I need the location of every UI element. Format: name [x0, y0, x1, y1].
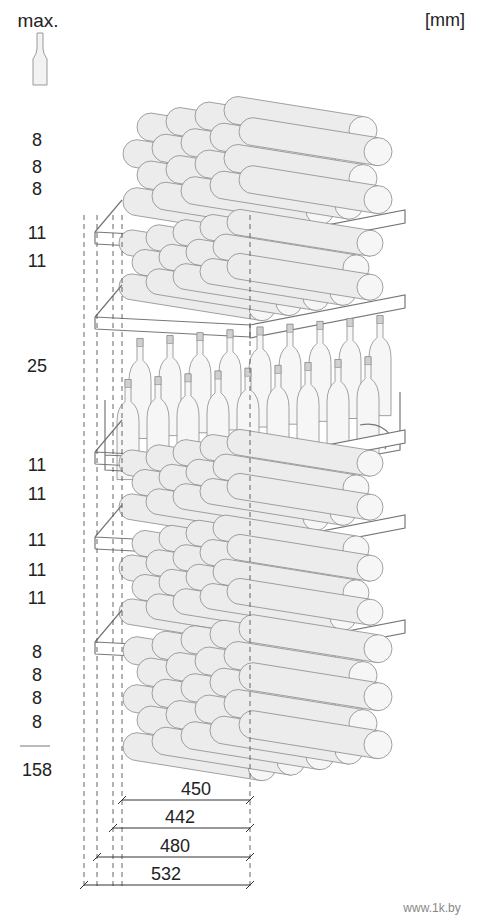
- total-count: 158: [22, 761, 52, 779]
- row-count: 8: [32, 689, 42, 707]
- bottle-bottom: [364, 635, 392, 663]
- bottle-icon: [33, 33, 47, 85]
- bottle-bottom: [364, 186, 392, 214]
- row-count: 11: [28, 531, 47, 549]
- row-count: 11: [28, 589, 47, 607]
- bottle-bottom: [357, 230, 383, 256]
- row-count: 8: [32, 666, 42, 684]
- bottle-bottom: [364, 731, 392, 759]
- shelf: [95, 285, 405, 338]
- bottle-bottom: [364, 683, 392, 711]
- unit-heading: max.: [17, 11, 58, 30]
- dimension: 450: [179, 780, 213, 798]
- sum-line: [20, 746, 50, 747]
- unit-label: [mm]: [425, 11, 465, 29]
- row-count: 8: [32, 713, 42, 731]
- bottle-body: [227, 253, 370, 300]
- dimension: 442: [163, 808, 197, 826]
- bottle-bottom: [357, 494, 383, 520]
- row-count: 8: [32, 180, 42, 198]
- dimension-lines: [80, 215, 254, 890]
- row-count: 8: [32, 643, 42, 661]
- bottle-bottom: [357, 599, 383, 625]
- dimension: 532: [149, 865, 183, 883]
- bottle-bottom: [357, 274, 383, 300]
- bottle-body: [239, 711, 378, 759]
- watermark: www.1k.by: [403, 902, 460, 914]
- bottle-bottom: [364, 138, 392, 166]
- row-count: 11: [28, 485, 47, 503]
- row-count: 25: [27, 357, 47, 375]
- row-count: 11: [28, 252, 47, 270]
- row-count: 8: [32, 131, 42, 149]
- bottle-body: [227, 473, 370, 520]
- row-count: 11: [28, 561, 47, 579]
- row-count: 8: [32, 158, 42, 176]
- dimension: 480: [158, 837, 192, 855]
- bottle-bottom: [357, 555, 383, 581]
- bottle-body: [239, 166, 378, 214]
- row-count: 11: [28, 456, 47, 474]
- row-count: 11: [28, 224, 47, 242]
- bottle-bottom: [357, 450, 383, 476]
